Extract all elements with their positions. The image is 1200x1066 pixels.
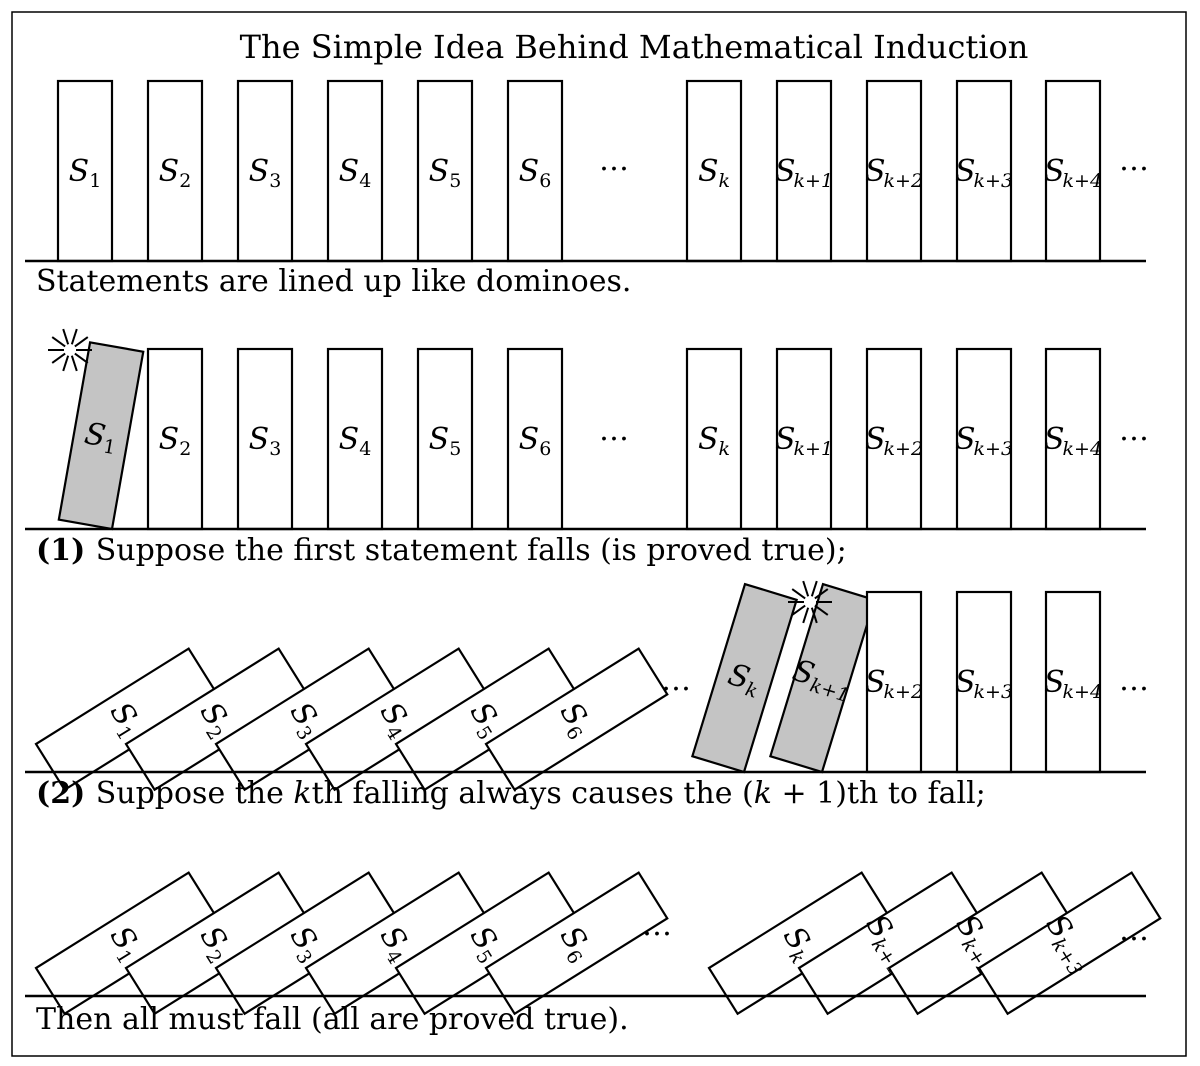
domino-label: Sk	[723, 657, 765, 703]
domino-label: Sk+2	[865, 422, 923, 460]
domino-k-plus-4: Sk+4	[1044, 590, 1102, 774]
row-caption: Statements are lined up like dominoes.	[36, 264, 631, 299]
ellipsis-tail: …	[1119, 663, 1149, 698]
domino-k-plus-2: Sk+2	[865, 347, 923, 531]
ellipsis-middle: …	[599, 413, 629, 448]
domino-1: S1	[56, 79, 114, 263]
domino-2: S2	[124, 647, 309, 792]
domino-label: S2	[159, 422, 192, 460]
domino-label: S5	[429, 154, 462, 192]
domino-1: S1	[57, 341, 145, 531]
domino-5: S5	[416, 79, 474, 263]
domino-label: S5	[429, 422, 462, 460]
domino-2: S2	[124, 871, 309, 1016]
domino-label: S1	[69, 154, 102, 192]
domino-k-plus-1: Sk+1	[775, 79, 833, 263]
ellipsis-tail: …	[1119, 413, 1149, 448]
domino-label: S2	[159, 154, 192, 192]
domino-label: Sk+4	[1044, 422, 1102, 460]
domino-label: Sk+3	[955, 665, 1013, 703]
domino-k-plus-3: Sk+3	[955, 347, 1013, 531]
domino-6: S6	[484, 871, 669, 1016]
domino-label: S6	[519, 154, 552, 192]
ellipsis-tail: …	[1119, 143, 1149, 178]
domino-1: S1	[34, 871, 219, 1016]
domino-k: Sk	[685, 347, 743, 531]
domino-k-plus-2: Sk+2	[865, 590, 923, 774]
domino-k-plus-2: Sk+2	[865, 79, 923, 263]
domino-4: S4	[326, 79, 384, 263]
domino-1: S1	[34, 647, 219, 792]
domino-k: Sk	[690, 582, 799, 774]
domino-k-plus-1: Sk+1	[768, 582, 877, 774]
impact-spark-icon	[48, 328, 92, 372]
domino-label: Sk	[698, 422, 730, 460]
domino-label: Sk+4	[1044, 665, 1102, 703]
domino-k-plus-3: Sk+3	[955, 79, 1013, 263]
domino-3: S3	[236, 347, 294, 531]
domino-label: Sk+1	[775, 154, 833, 192]
impact-spark-icon	[788, 580, 832, 624]
domino-label: Sk+3	[955, 154, 1013, 192]
domino-5: S5	[416, 347, 474, 531]
diagram-title: The Simple Idea Behind Mathematical Indu…	[240, 28, 1029, 66]
domino-label: Sk+2	[865, 154, 923, 192]
domino-k-plus-4: Sk+4	[1044, 347, 1102, 531]
domino-k-plus-1: Sk+1	[775, 347, 833, 531]
domino-label: S3	[249, 154, 282, 192]
row-caption: (2) Suppose the kth falling always cause…	[36, 776, 986, 811]
domino-3: S3	[236, 79, 294, 263]
domino-label: Sk	[698, 154, 730, 192]
domino-label: S1	[81, 416, 120, 459]
row-1: S1 S2 S3 S4 S5 S6 Sk Sk+1 Sk+2 Sk+3 Sk+4 … … Statemen…	[25, 79, 1149, 299]
domino-label: Sk+4	[1044, 154, 1102, 192]
domino-6: S6	[506, 347, 564, 531]
domino-6: S6	[506, 79, 564, 263]
domino-2: S2	[146, 79, 204, 263]
ellipsis-middle: …	[661, 663, 691, 698]
domino-3: S3	[214, 871, 399, 1016]
domino-label: S4	[339, 154, 372, 192]
ellipsis-middle: …	[642, 908, 672, 943]
domino-k: Sk	[685, 79, 743, 263]
ellipsis-middle: …	[599, 143, 629, 178]
domino-label: S6	[519, 422, 552, 460]
domino-2: S2	[146, 347, 204, 531]
domino-k-plus-4: Sk+4	[1044, 79, 1102, 263]
domino-label: Sk+2	[865, 665, 923, 703]
domino-5: S5	[394, 647, 579, 792]
ellipsis-tail: …	[1119, 913, 1149, 948]
row-2: S1 S2 S3 S4 S5 S6 Sk Sk+1 Sk+2 Sk+3 Sk+4 … … (1) Supp…	[25, 328, 1149, 568]
domino-k-plus-3: Sk+3	[955, 590, 1013, 774]
domino-label: S3	[249, 422, 282, 460]
domino-label: S4	[339, 422, 372, 460]
domino-6: S6	[484, 647, 669, 792]
row-caption: (1) Suppose the first statement falls (i…	[36, 533, 847, 568]
domino-label: Sk+3	[955, 422, 1013, 460]
domino-4: S4	[326, 347, 384, 531]
row-caption: Then all must fall (all are proved true)…	[36, 1002, 629, 1037]
domino-4: S4	[304, 871, 489, 1016]
domino-label: Sk+1	[775, 422, 833, 460]
